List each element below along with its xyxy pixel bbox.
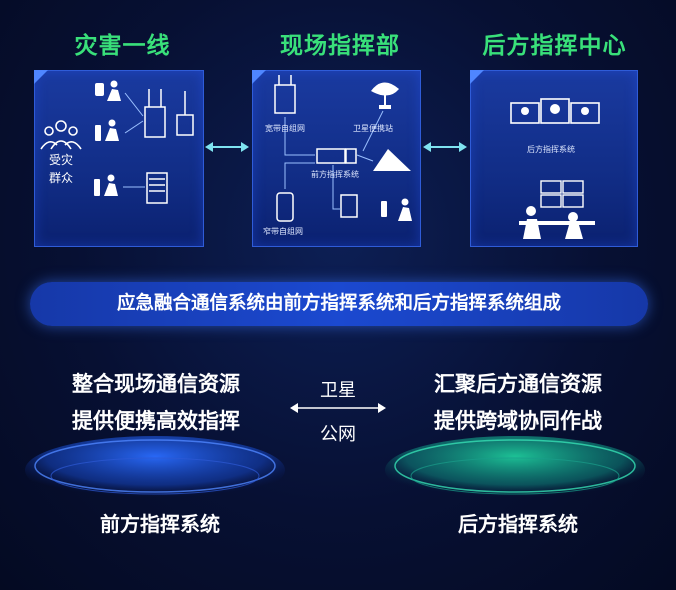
bidirectional-arrow: [290, 403, 386, 413]
panel-corner-marker: [34, 70, 48, 84]
front-system-platform: [25, 436, 285, 504]
front-to-site-arrow: [205, 142, 249, 152]
panel-corner-marker: [252, 70, 266, 84]
rear-system-title: 后方指挥系统: [458, 512, 578, 536]
site-command-diagram: [274, 75, 412, 222]
monitor-wall-icon: [540, 180, 584, 208]
front-desc-line-2: 提供便携高效指挥: [72, 409, 240, 433]
satellite-dish-icon: [371, 82, 399, 109]
front-line-title: 灾害一线: [74, 33, 171, 59]
front-line-diagram: [40, 80, 194, 204]
rear-center-diagram: [510, 98, 600, 239]
front-system-label: 前方指挥系统: [311, 170, 359, 179]
site-command-title: 现场指挥部: [280, 33, 400, 59]
rear-desc-line-1: 汇聚后方通信资源: [434, 372, 602, 396]
broadband-label: 宽带自组网: [265, 124, 305, 133]
link-lines: [123, 92, 145, 188]
site-command-panel: 宽带自组网 卫星便携站 前方指挥系统 窄带自组网: [252, 70, 421, 247]
tent-icon: [373, 149, 411, 171]
narrowband-label: 窄带自组网: [263, 227, 303, 236]
phone-person-icons: [94, 80, 121, 196]
satellite-label: 卫星便携站: [353, 124, 393, 133]
base-station-devices: [144, 89, 194, 204]
operators-icon: [519, 206, 595, 239]
network-devices: [274, 75, 358, 222]
site-to-rear-arrow: [423, 142, 467, 152]
rear-center-title: 后方指挥中心: [482, 33, 627, 59]
person-icons: [381, 198, 412, 221]
rear-system-platform: [385, 436, 645, 504]
link-lines: [284, 110, 384, 210]
rear-system-label: 后方指挥系统: [527, 145, 575, 154]
panel-corner-marker: [470, 70, 484, 84]
system-composition-banner: 应急融合通信系统由前方指挥系统和后方指挥系统组成: [30, 282, 648, 326]
rear-center-panel: 后方指挥系统: [470, 70, 638, 247]
affected-people-label-1: 受灾: [49, 153, 74, 167]
link-type-satellite: 卫星: [320, 380, 356, 401]
front-desc-line-1: 整合现场通信资源: [72, 372, 240, 396]
front-system-title: 前方指挥系统: [100, 512, 220, 536]
people-group-icon: [40, 120, 82, 150]
rear-desc-line-2: 提供跨域协同作战: [434, 409, 602, 433]
front-line-panel: 受灾 群众: [34, 70, 204, 247]
video-conference-icon: [510, 98, 600, 124]
conference-people-icon: [521, 104, 589, 115]
link-type-public-network: 公网: [320, 424, 356, 445]
affected-people-label-2: 群众: [49, 171, 74, 185]
